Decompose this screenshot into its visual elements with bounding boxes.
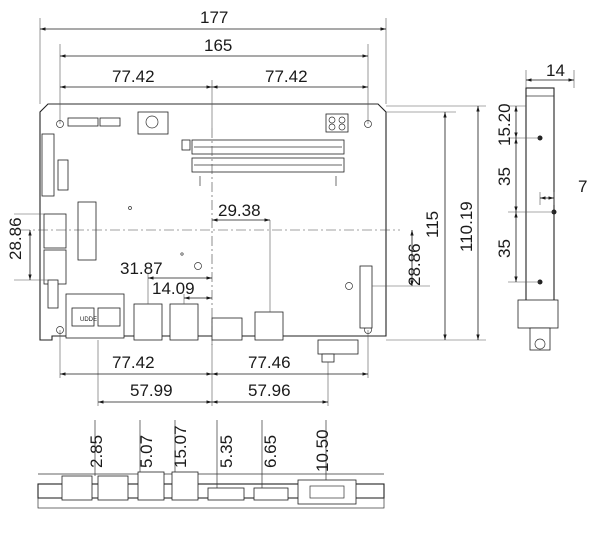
dim-connector-offset-b: 14.09 [152,279,195,298]
dp-port [254,311,284,341]
dim-bottom-left-outer: 57.99 [130,381,173,400]
left-header [41,133,55,197]
com-port [297,479,357,505]
front-view: 2.85 5.07 15.07 5.35 6.65 10.50 [37,420,385,509]
usb-port [137,471,165,501]
dim-overall-width: 177 [200,8,228,27]
dim-dp-height: 6.65 [261,435,280,468]
rj45-port [61,475,93,501]
usb-port [133,303,163,341]
left-header-small [47,279,59,309]
side-view: 14 15.20 35 35 7 [495,61,587,351]
dim-screw-offset: 7 [578,177,587,196]
sata-connector [43,213,67,249]
dim-bottom-right-half: 77.46 [248,353,291,372]
dp-port [253,487,289,501]
dim-hdmi-height: 5.35 [217,435,236,468]
header-connector [67,117,99,127]
power-connector [325,113,349,133]
rj45-port [97,475,129,501]
sata-connector [43,249,67,285]
dim-hole-pitch-lower: 35 [495,239,514,258]
fan-connector [57,159,69,191]
dim-thickness: 14 [546,61,565,80]
dim-usb-height-a: 5.07 [137,435,156,468]
dim-connector-offset-a: 31.87 [120,259,163,278]
top-view-board: UDDE [20,103,400,363]
dim-rj45-height: 2.85 [87,435,106,468]
sodimm-slot [191,139,345,186]
hdmi-port [207,487,245,501]
dim-total-height: 115 [423,211,442,238]
dim-top-hole-offset: 15.20 [495,103,514,146]
hdmi-port [211,317,243,341]
dim-left-half-height: 28.86 [6,217,25,260]
dim-hole-span-width: 165 [204,36,232,55]
dim-right-half-height: 28.86 [405,243,424,286]
right-side-connector [359,265,373,329]
dim-bottom-right-outer: 57.96 [248,381,291,400]
usb-port [169,303,199,341]
battery-holder [137,111,169,135]
dim-bottom-left-half: 77.42 [112,353,155,372]
dim-upper-right-half: 77.42 [265,67,308,86]
top-view-dimensions: 177 165 77.42 77.42 29.38 31.87 14.09 77… [6,8,486,406]
clip [181,139,191,151]
m2-slot [77,201,97,261]
dim-com-height: 10.50 [313,429,332,472]
dim-hole-pitch-upper: 35 [495,167,514,186]
side-connector [517,299,559,329]
dim-hole-span-height: 110.19 [457,201,476,252]
com-port [317,339,359,355]
dim-mid-offset: 29.38 [218,201,261,220]
dim-usb-height-b: 15.07 [171,425,190,468]
ethernet-label: UDDE [80,317,97,323]
usb-port [171,471,199,501]
header-connector [99,117,121,127]
dim-upper-left-half: 77.42 [112,67,155,86]
